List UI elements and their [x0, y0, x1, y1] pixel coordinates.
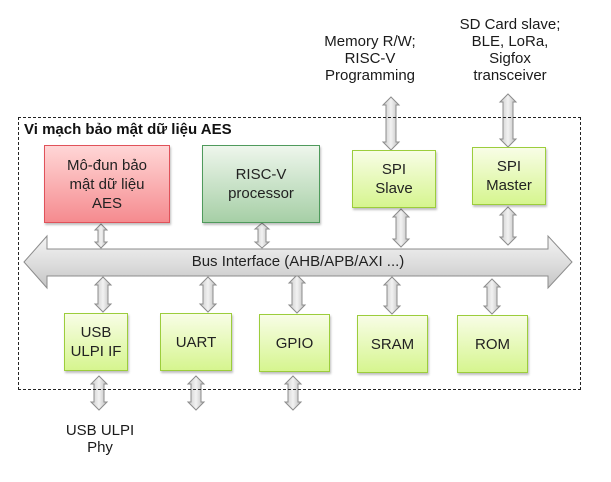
aes-module-block[interactable]: Mô-đun bảo mật dữ liệu AES [44, 145, 170, 223]
sram-block[interactable]: SRAM [357, 315, 428, 373]
uart-block[interactable]: UART [160, 313, 232, 371]
usb-bus-arrow [93, 276, 113, 313]
usb-ulpi-if-block[interactable]: USB ULPI IF [64, 313, 128, 371]
usb-external-arrow [89, 375, 109, 411]
rom-bus-arrow [482, 278, 502, 315]
spi-master-bus-arrow [498, 206, 518, 246]
bus-interface-label: Bus Interface (AHB/APB/AXI ...) [191, 253, 405, 270]
rom-block[interactable]: ROM [457, 315, 528, 373]
gpio-block[interactable]: GPIO [259, 314, 330, 372]
uart-external-arrow [186, 375, 206, 411]
usb-phy-external-label: USB ULPI Phy [65, 422, 135, 456]
spi-slave-bus-arrow [391, 208, 411, 248]
spi-master-external-label: SD Card slave; BLE, LoRa, Sigfox transce… [459, 16, 561, 84]
spi-slave-external-label: Memory R/W; RISC-V Programming [324, 33, 416, 84]
gpio-external-arrow [283, 375, 303, 411]
uart-bus-arrow [198, 276, 218, 313]
spi-slave-block[interactable]: SPI Slave [352, 150, 436, 208]
gpio-bus-arrow [287, 274, 307, 314]
riscv-processor-block[interactable]: RISC-V processor [202, 145, 320, 223]
chip-boundary [18, 117, 581, 390]
chip-title: Vi mạch bảo mật dữ liệu AES [24, 121, 232, 138]
spi-master-block[interactable]: SPI Master [472, 147, 546, 205]
sram-bus-arrow [382, 276, 402, 315]
aes-bus-arrow [93, 223, 109, 249]
riscv-bus-arrow [253, 222, 271, 249]
bus-interface-arrow [23, 234, 573, 290]
